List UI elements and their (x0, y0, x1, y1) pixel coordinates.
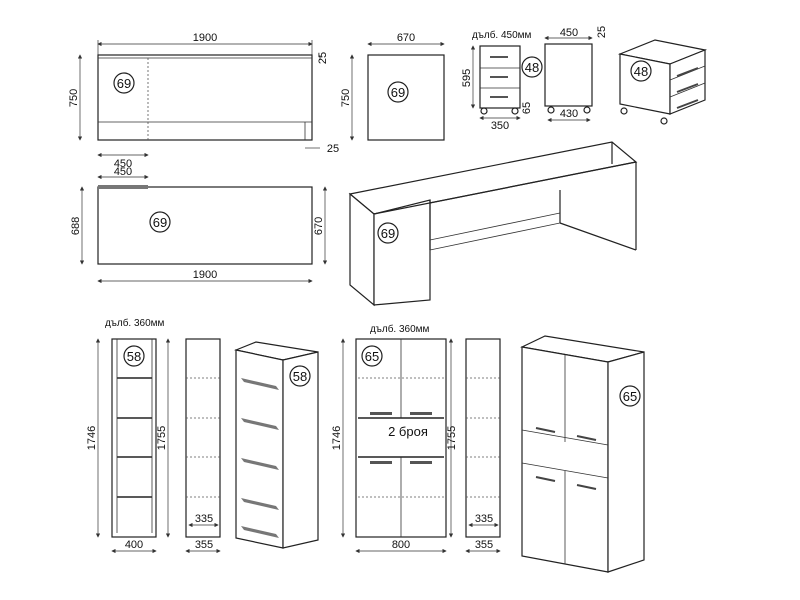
pedestal-side-gap-dim: 25 (596, 26, 608, 38)
cabinet-code-badge: 65 (365, 349, 379, 364)
cabinet-side-width-dim: 355 (475, 539, 493, 551)
cabinet-height-dim: 1746 (331, 426, 343, 450)
pedestal-side-view: 450 25 430 (544, 26, 608, 123)
cabinet-depth-note: дълб. 360мм (370, 323, 430, 335)
desk-support-width-dim: 450 (114, 158, 132, 170)
desk-plan-view: 450 688 670 1900 69 (70, 166, 328, 284)
pedestal-code-badge: 48 (525, 60, 539, 75)
cabinet-isometric-view: 65 (520, 335, 645, 573)
desk-code-badge: 69 (117, 76, 131, 91)
bookcase-front-view: дълб. 360мм 1746 400 58 (86, 317, 165, 554)
cabinet-count-note: 2 броя (388, 424, 428, 439)
pedestal-isometric-view: 48 (617, 39, 708, 125)
cabinet-iso-code-badge: 65 (623, 389, 637, 404)
bookcase-height-dim: 1746 (86, 426, 98, 450)
bookcase-isometric-view: 58 (233, 341, 319, 549)
desk-width-dim: 1900 (193, 32, 217, 44)
bookcase-side-inner-dim: 335 (195, 513, 213, 525)
desk-side-height-dim: 750 (340, 89, 352, 107)
pedestal-height-dim: 595 (461, 69, 473, 87)
cabinet-front-view: дълб. 360мм 2 броя 1746 800 65 (331, 323, 447, 554)
cabinet-side-inner-dim: 335 (475, 513, 493, 525)
cabinet-width-dim: 800 (392, 539, 410, 551)
desk-top-thickness-dim: 25 (317, 52, 329, 64)
desk-leg-offset-dim: 25 (327, 143, 339, 155)
bookcase-iso-code-badge: 58 (293, 369, 307, 384)
desk-plan-support-dim: 450 (114, 166, 132, 178)
pedestal-width-dim: 350 (491, 120, 509, 132)
desk-side-view: 670 750 69 (340, 32, 445, 141)
bookcase-width-dim: 400 (125, 539, 143, 551)
bookcase-side-height-dim: 1755 (156, 426, 168, 450)
desk-plan-depth-dim: 688 (70, 217, 82, 235)
pedestal-front-view: дълб. 450мм 595 350 65 48 (461, 29, 543, 132)
bookcase-side-view: 1755 335 355 (156, 338, 221, 554)
desk-isometric-view: 69 (348, 141, 638, 307)
desk-height-dim: 750 (68, 89, 80, 107)
cabinet-side-view: 1755 335 355 (446, 338, 501, 554)
bookcase-depth-note: дълб. 360мм (105, 317, 165, 329)
desk-iso-code-badge: 69 (381, 226, 395, 241)
cabinet-side-height-dim: 1755 (446, 426, 458, 450)
bookcase-code-badge: 58 (127, 349, 141, 364)
desk-side-depth-dim: 670 (397, 32, 415, 44)
pedestal-iso-code-badge: 48 (634, 64, 648, 79)
desk-plan-depth-right-dim: 670 (313, 217, 325, 235)
desk-plan-width-dim: 1900 (193, 269, 217, 281)
pedestal-plinth-dim: 65 (521, 102, 533, 114)
pedestal-side-bottom-dim: 430 (560, 108, 578, 120)
pedestal-depth-note: дълб. 450мм (472, 29, 532, 41)
pedestal-side-depth-dim: 450 (560, 27, 578, 39)
desk-front-view: 1900 750 25 450 25 69 (68, 32, 339, 170)
desk-plan-code-badge: 69 (153, 215, 167, 230)
desk-side-code-badge: 69 (391, 85, 405, 100)
bookcase-side-width-dim: 355 (195, 539, 213, 551)
